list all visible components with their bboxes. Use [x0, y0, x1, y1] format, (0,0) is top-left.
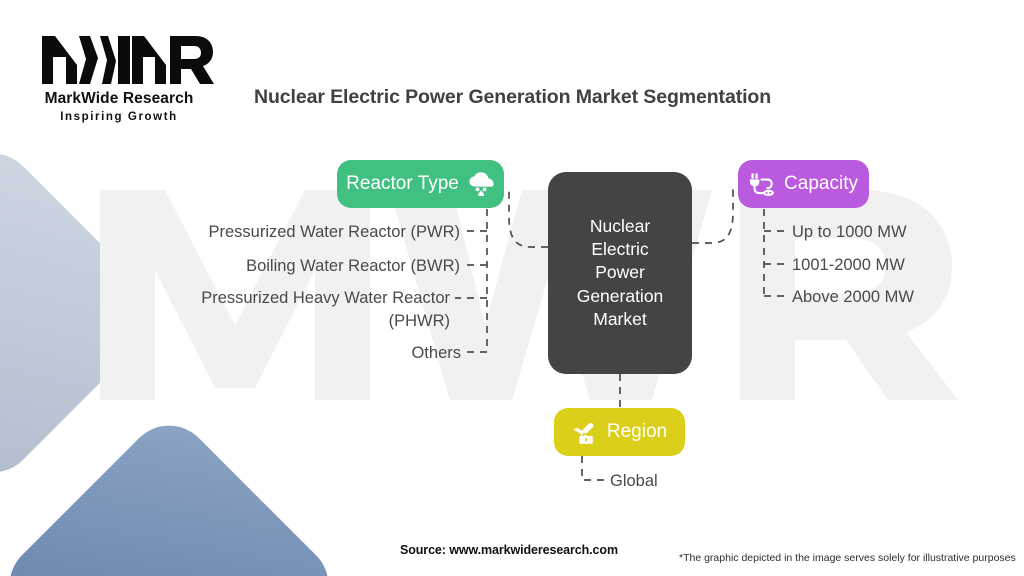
leaf-label-reactor-2: Pressurized Heavy Water Reactor (PHWR) — [201, 289, 450, 331]
link-region-leaf-0 — [581, 456, 604, 481]
leaf-label-capacity-0: Up to 1000 MW — [792, 223, 907, 241]
branch-label-capacity: Capacity — [784, 173, 858, 194]
page-title: Nuclear Electric Power Generation Market… — [254, 86, 772, 108]
leaf-label-capacity-2: Above 2000 MW — [792, 288, 914, 306]
leaf-label-region-0: Global — [610, 472, 658, 490]
branch-node-capacity[interactable]: Capacity — [738, 160, 869, 208]
leaf-label-reactor-1: Boiling Water Reactor (BWR) — [246, 257, 460, 275]
leaf-label-reactor-3: Others — [411, 344, 461, 362]
branch-node-region[interactable]: Region — [554, 408, 685, 456]
leaf-label-capacity-1: 1001-2000 MW — [792, 256, 905, 274]
branch-label-region: Region — [606, 421, 668, 442]
source-credit: Source: www.markwideresearch.com — [400, 543, 618, 557]
cloud-rain-icon — [468, 172, 495, 196]
brand-tagline: Inspiring Growth — [60, 111, 178, 123]
link-center-reactor — [505, 189, 548, 248]
brand-name: MarkWide Research — [44, 90, 194, 107]
center-node[interactable]: Nuclear Electric Power Generation Market — [548, 172, 692, 374]
airplane-briefcase-icon — [572, 420, 599, 445]
power-plug-icon — [749, 172, 776, 197]
mwr-logo-mark — [42, 36, 214, 84]
branch-label-reactor-type: Reactor Type — [346, 173, 459, 194]
leaf-label-reactor-0: Pressurized Water Reactor (PWR) — [208, 223, 460, 241]
branch-node-reactor-type[interactable]: Reactor Type — [337, 160, 504, 208]
link-center-capacity — [692, 189, 737, 244]
disclaimer-note: *The graphic depicted in the image serve… — [679, 552, 1016, 564]
center-node-label: Nuclear Electric Power Generation Market — [576, 215, 664, 329]
brand-logo: MarkWide Research Inspiring Growth — [24, 28, 214, 128]
